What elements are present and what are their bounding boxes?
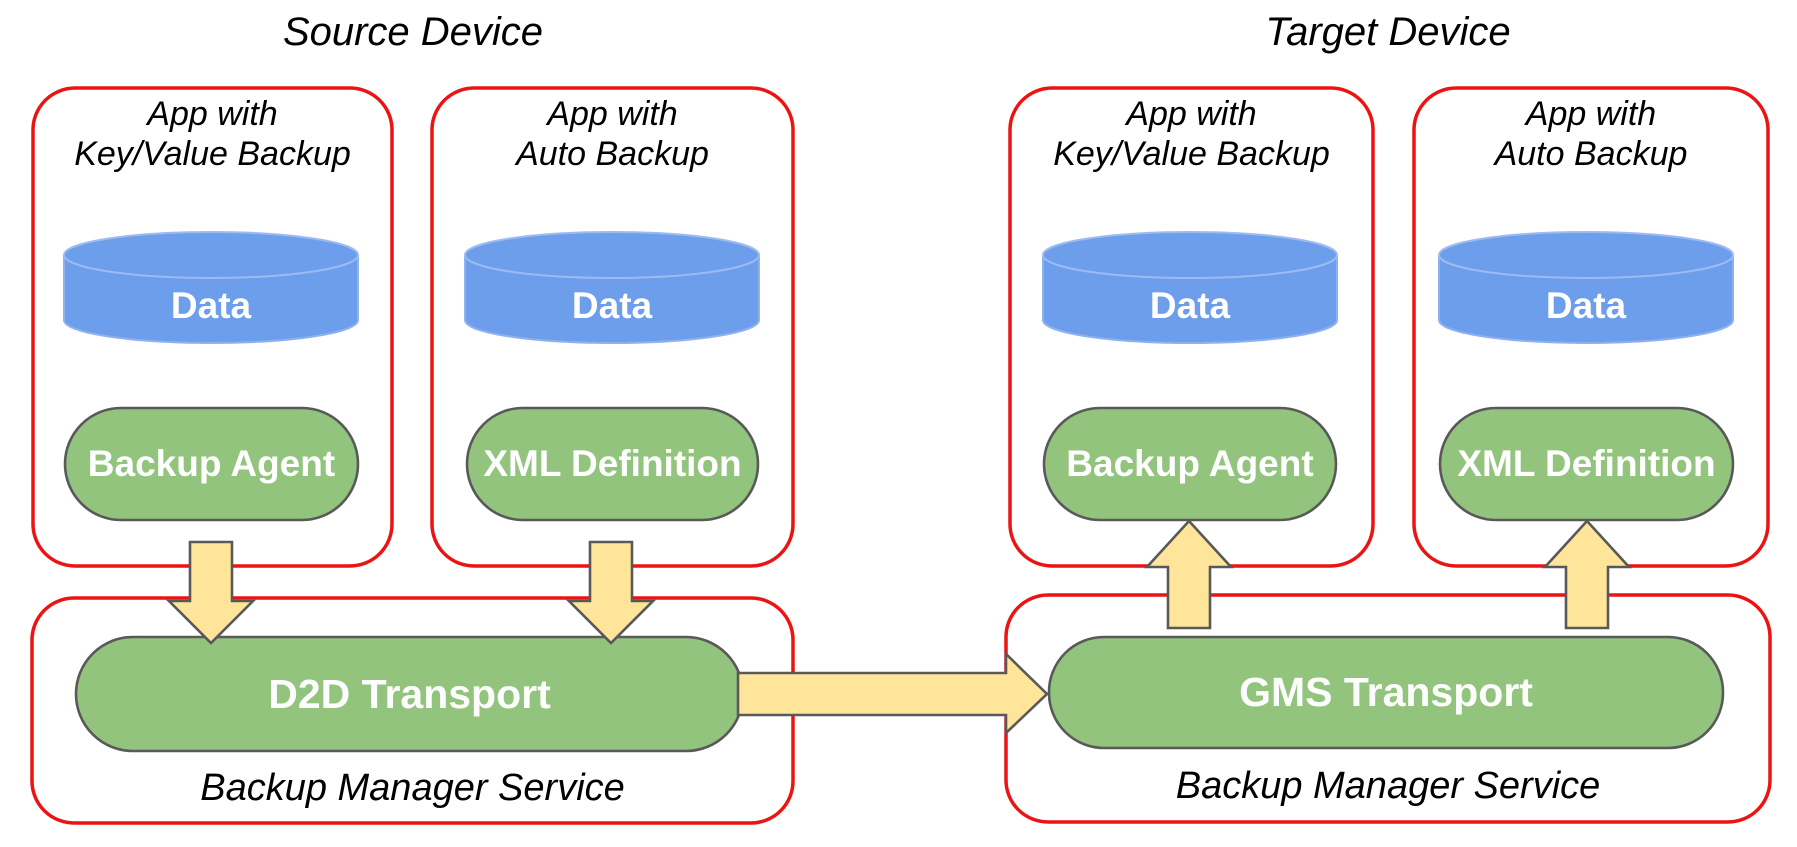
up-arrow-icon-target-auto: [1542, 519, 1632, 630]
data-cylinder-source-auto: [464, 231, 760, 344]
app-label-line2: Key/Value Backup: [1053, 135, 1330, 173]
xml-definition-pill-source: [465, 406, 760, 522]
app-label-line1: App with: [147, 95, 278, 134]
data-cylinder-target-keyvalue: [1042, 231, 1338, 344]
target-device-title: Target Device: [1265, 10, 1511, 54]
app-label-target-auto: App with Auto Backup: [1414, 92, 1768, 178]
gms-transport-label: GMS Transport: [1239, 669, 1533, 715]
data-label-target-keyvalue: Data: [1149, 285, 1231, 326]
backup-manager-service-label-source: Backup Manager Service: [200, 766, 625, 809]
down-arrow-icon-source-keyvalue: [165, 540, 257, 645]
data-label-source-auto: Data: [571, 285, 653, 326]
backup-agent-label-source: Backup Agent: [87, 443, 336, 484]
d2d-transport-label: D2D Transport: [268, 670, 551, 717]
backup-agent-label-target: Backup Agent: [1066, 443, 1314, 484]
backup-agent-pill-target: [1042, 406, 1338, 522]
backup-manager-service-label-target: Backup Manager Service: [1175, 764, 1601, 807]
app-label-line2: Auto Backup: [516, 135, 709, 173]
up-arrow-icon-target-keyvalue: [1144, 519, 1234, 630]
source-device-title: Source Device: [282, 10, 544, 54]
app-label-line1: App with: [547, 95, 678, 134]
data-cylinder-source-keyvalue: [63, 231, 359, 344]
app-label-line2: Auto Backup: [1494, 135, 1688, 173]
xml-definition-label-source: XML Definition: [483, 443, 742, 484]
app-label-line1: App with: [1126, 95, 1257, 134]
app-label-line1: App with: [1525, 95, 1657, 134]
app-label-target-keyvalue: App with Key/Value Backup: [1010, 92, 1373, 178]
app-label-line2: Key/Value Backup: [74, 135, 351, 173]
gms-transport-pill: [1047, 635, 1725, 750]
app-label-source-auto: App with Auto Backup: [432, 92, 793, 178]
data-label-source-keyvalue: Data: [170, 285, 252, 326]
transport-arrow-icon: [736, 650, 1049, 737]
down-arrow-icon-source-auto: [565, 540, 657, 645]
backup-agent-pill-source: [63, 406, 360, 522]
data-cylinder-target-auto: [1438, 231, 1734, 344]
data-label-target-auto: Data: [1545, 285, 1627, 326]
xml-definition-label-target: XML Definition: [1457, 443, 1716, 484]
app-label-source-keyvalue: App with Key/Value Backup: [33, 92, 392, 178]
